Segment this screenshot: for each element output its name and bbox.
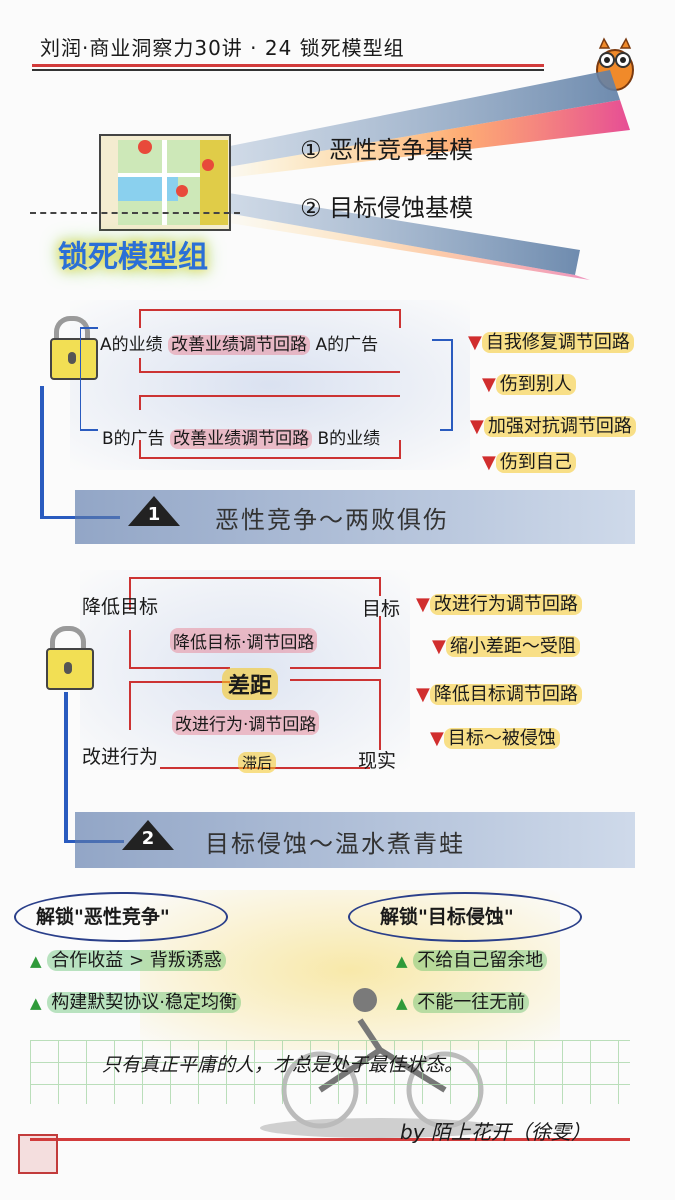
s2-top-right: 目标 [362, 598, 401, 620]
s1-note-4: ▼伤到自己 [482, 448, 576, 474]
loop-bottom-left: B的广告 [102, 429, 165, 449]
s2-banner-text: 目标侵蚀～温水煮青蛙 [205, 830, 465, 858]
lock-icon-1 [50, 316, 98, 380]
horizon-line [30, 212, 240, 215]
title-underline [32, 64, 544, 67]
page-title: 刘润·商业洞察力30讲 · 24 锁死模型组 [40, 36, 405, 60]
intro-item-2-num: ② [300, 194, 322, 222]
s2-note-1: ▼改进行为调节回路 [416, 590, 582, 616]
loop-top-middle: 改善业绩调节回路 [168, 335, 311, 355]
s1-note-3: ▼加强对抗调节回路 [470, 412, 636, 438]
s2-top-left: 降低目标 [82, 596, 159, 618]
unlock-left-title: 解锁"恶性竞争" [36, 906, 170, 928]
red-flag-icon: ▼ [430, 728, 444, 749]
unlock-right-item-1: ▲ 不给自己留余地 [396, 946, 548, 972]
footer-author: by 陌上花开（徐雯） [400, 1120, 591, 1144]
unlock-left-oval [14, 892, 228, 942]
s2-connector [64, 692, 68, 842]
intro-item-2: ② 目标侵蚀基模 [300, 188, 473, 223]
red-flag-icon: ▼ [470, 416, 484, 437]
s1-connector [40, 386, 44, 516]
map-icon [99, 134, 231, 231]
footer-grid [30, 1040, 630, 1104]
s1-banner-badge: 1 [128, 496, 180, 526]
unlock-right-item-2: ▲ 不能一往无前 [396, 988, 530, 1014]
loop-bottom-right: B的业绩 [317, 429, 381, 449]
intro-item-1: ① 恶性竞争基模 [300, 130, 473, 165]
loop-bottom: B的广告 改善业绩调节回路 B的业绩 [102, 424, 380, 449]
unlock-left-item-2: ▲ 构建默契协议·稳定均衡 [30, 988, 242, 1014]
red-flag-icon: ▼ [468, 332, 482, 353]
footer-rule [30, 1138, 630, 1141]
s2-loop-a: 降低目标·调节回路 [170, 628, 318, 653]
s2-delay: 滞后 [238, 752, 277, 773]
red-flag-icon: ▼ [432, 636, 446, 657]
intro-badge: 锁死模型组 [58, 240, 208, 275]
unlock-left-item-1: ▲ 合作收益 > 背叛诱惑 [30, 946, 226, 972]
red-flag-icon: ▼ [416, 684, 430, 705]
green-triangle-icon: ▲ [396, 952, 408, 970]
s2-note-3: ▼降低目标调节回路 [416, 680, 582, 706]
s2-loop-b: 改进行为·调节回路 [172, 710, 320, 735]
s1-banner-text: 恶性竞争～两败俱伤 [215, 506, 449, 534]
intro-item-2-label: 目标侵蚀基模 [329, 194, 474, 222]
owl-mascot-icon [596, 37, 634, 91]
footer-quote: 只有真正平庸的人，才总是处于最佳状态。 [102, 1054, 464, 1076]
s1-note-2: ▼伤到别人 [482, 370, 576, 396]
red-flag-icon: ▼ [482, 452, 496, 473]
loop-top-right: A的广告 [315, 335, 379, 355]
section1-glow [70, 300, 470, 470]
green-triangle-icon: ▲ [30, 994, 42, 1012]
seal-stamp [18, 1134, 58, 1174]
unlock-right-title: 解锁"目标侵蚀" [380, 906, 514, 928]
title-underline-2 [32, 69, 544, 71]
s2-bottom-right: 现实 [358, 750, 397, 772]
green-triangle-icon: ▲ [396, 994, 408, 1012]
red-flag-icon: ▼ [416, 594, 430, 615]
loop-top-left: A的业绩 [100, 335, 163, 355]
loop-bottom-middle: 改善业绩调节回路 [170, 429, 313, 449]
section1-loop-arrows [80, 309, 453, 459]
s2-banner-badge: 2 [122, 820, 174, 850]
s2-note-4: ▼目标～被侵蚀 [430, 724, 560, 750]
green-triangle-icon: ▲ [30, 952, 42, 970]
lock-icon-2 [46, 626, 94, 690]
section2-loop-arrows [129, 577, 381, 769]
s1-note-1: ▼自我修复调节回路 [468, 328, 634, 354]
unlock-right-oval [348, 892, 582, 942]
s2-note-2: ▼缩小差距～受阻 [432, 632, 580, 658]
s2-center: 差距 [222, 668, 279, 700]
intro-item-1-label: 恶性竞争基模 [329, 136, 474, 164]
red-flag-icon: ▼ [482, 374, 496, 395]
loop-top: A的业绩 改善业绩调节回路 A的广告 [100, 330, 378, 355]
intro-item-1-num: ① [300, 136, 322, 164]
light-beams [210, 70, 630, 280]
s2-bottom-left: 改进行为 [82, 746, 159, 768]
